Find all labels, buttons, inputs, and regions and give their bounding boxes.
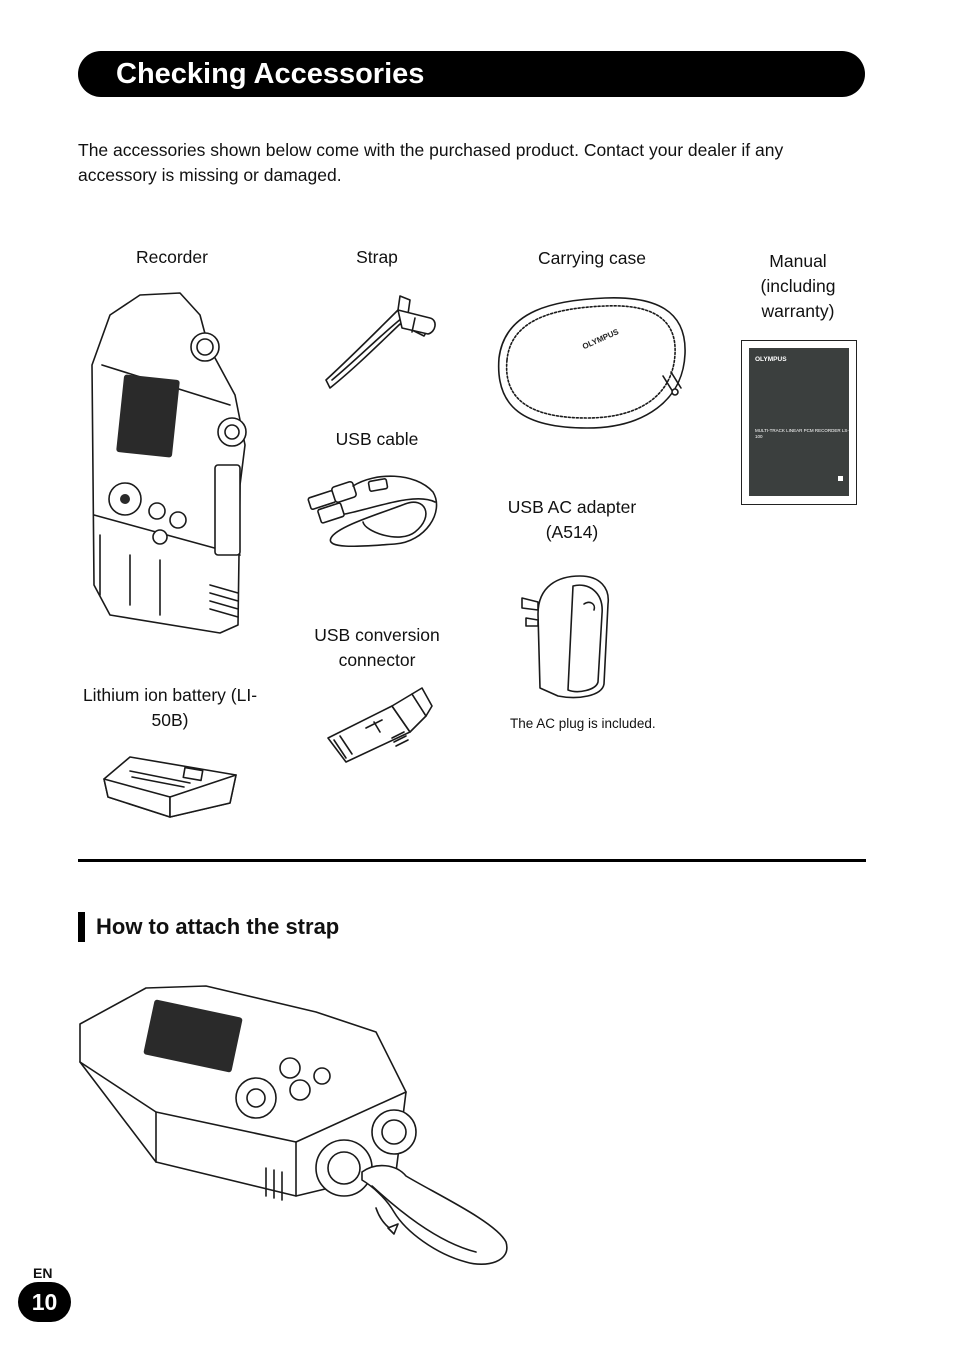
strap-illustration <box>320 288 440 393</box>
carrying-case-illustration: OLYMPUS <box>495 296 690 430</box>
battery-label: Lithium ion battery (LI-50B) <box>72 683 268 733</box>
ac-plug-note: The AC plug is included. <box>510 715 656 733</box>
page-number: 10 <box>18 1282 71 1322</box>
title-bar: Checking Accessories <box>78 51 865 97</box>
usb-conversion-connector-label: USB conversion connector <box>307 623 447 673</box>
recorder-label: Recorder <box>112 245 232 270</box>
carrying-case-label: Carrying case <box>522 246 662 271</box>
manual-cover-panel: OLYMPUS MULTI-TRACK LINEAR PCM RECORDER … <box>749 348 849 496</box>
manual-model: MULTI-TRACK LINEAR PCM RECORDER LS-100 <box>755 428 849 440</box>
manual-illustration: OLYMPUS MULTI-TRACK LINEAR PCM RECORDER … <box>741 340 857 505</box>
usb-conversion-connector-illustration <box>322 688 437 763</box>
recorder-illustration <box>80 285 260 640</box>
usb-ac-adapter-label: USB AC adapter (A514) <box>502 495 642 545</box>
usb-cable-illustration <box>305 462 445 557</box>
manual-badge <box>838 476 843 481</box>
section-title: How to attach the strap <box>96 911 339 943</box>
strap-attachment-illustration <box>76 972 516 1277</box>
manual-brand: OLYMPUS <box>755 356 787 363</box>
language-tag: EN <box>33 1264 52 1282</box>
section-marker <box>78 912 85 942</box>
page-title: Checking Accessories <box>116 55 424 93</box>
usb-cable-label: USB cable <box>322 427 432 452</box>
usb-ac-adapter-illustration <box>518 574 613 702</box>
battery-illustration <box>100 753 240 821</box>
intro-paragraph: The accessories shown below come with th… <box>78 138 858 188</box>
section-divider <box>78 859 866 862</box>
strap-label: Strap <box>322 245 432 270</box>
manual-label: Manual (including warranty) <box>748 249 848 324</box>
